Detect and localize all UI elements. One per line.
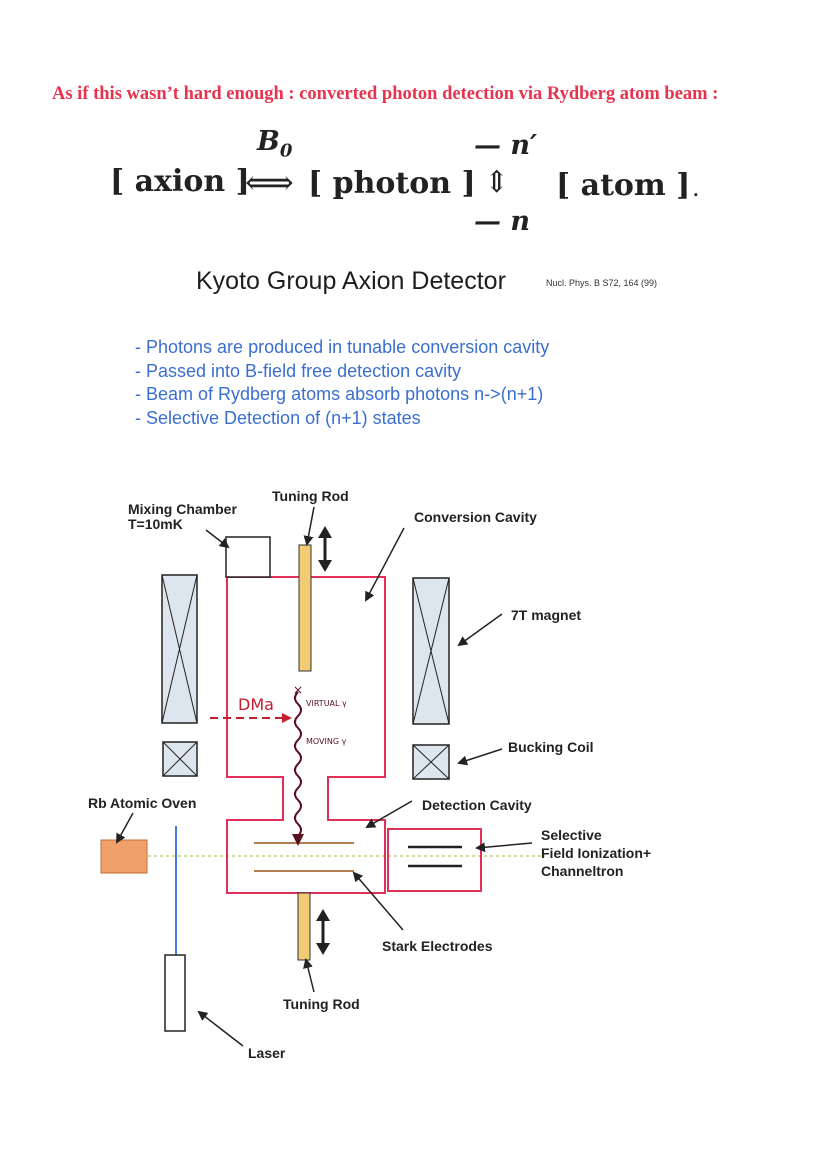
bullet-item: - Beam of Rydberg atoms absorb photons n…	[135, 384, 544, 404]
label-selective-1: Selective	[541, 827, 602, 843]
label-detection-cavity: Detection Cavity	[422, 797, 532, 813]
pointer-mixing-chamber	[205, 529, 230, 549]
pointer-magnet	[457, 613, 503, 647]
label-mixing-chamber: Mixing Chamber	[128, 501, 237, 517]
photon-origin-mark: ×	[293, 683, 303, 697]
laser-body	[164, 954, 186, 1032]
tuning-rod-top-up-head	[318, 526, 332, 538]
pointer-tuning-rod-bottom	[303, 958, 315, 993]
page-title: Kyoto Group Axion Detector	[196, 267, 506, 295]
rb-oven	[100, 839, 148, 874]
photon-wave-arrowhead	[292, 834, 304, 846]
magnet-coil-left	[161, 574, 198, 724]
label-tuning-rod-top: Tuning Rod	[272, 488, 349, 504]
magnet-coil-right	[412, 577, 450, 725]
equation-upper-level: — n′	[474, 130, 538, 161]
label-mixing-temp: T=10mK	[128, 516, 183, 532]
bullet-item: - Photons are produced in tunable conver…	[135, 337, 550, 357]
bullet-item: - Passed into B-field free detection cav…	[135, 360, 462, 381]
equation-axion: [ axion ]	[110, 164, 250, 199]
equation-trailing-dot: .	[692, 174, 700, 202]
tuning-rod-bottom	[297, 892, 311, 961]
equation-lower-level: — n	[474, 206, 531, 237]
pointer-selective	[475, 842, 533, 853]
equation-atom: [ atom ]	[556, 168, 691, 203]
tuning-rod-bottom-down-head	[316, 943, 330, 955]
equation-arrow: ⟺	[245, 163, 294, 203]
pointer-conversion-cavity	[365, 527, 405, 602]
label-tuning-rod-bottom: Tuning Rod	[283, 996, 360, 1012]
equation-field-subscript: 0	[279, 140, 293, 162]
label-selective-3: Channeltron	[541, 863, 623, 879]
label-stark-electrodes: Stark Electrodes	[382, 938, 493, 954]
selective-ionization-box	[387, 828, 482, 892]
equation-updown-arrow: ⇕	[484, 165, 510, 200]
equation-photon: [ photon ]	[308, 166, 476, 201]
bullet-list: - Photons are produced in tunable conver…	[135, 336, 549, 430]
label-selective-2: Field Ionization+	[541, 845, 651, 861]
reference: Nucl. Phys. B S72, 164 (99)	[546, 278, 658, 288]
bucking-coil-left	[162, 741, 198, 777]
bucking-coil-right	[412, 744, 450, 780]
label-bucking-coil: Bucking Coil	[508, 739, 594, 755]
pointer-detection-cavity	[365, 800, 413, 829]
bullet-item: - Selective Detection of (n+1) states	[135, 407, 421, 428]
equation-field-symbol: B	[257, 126, 280, 157]
tuning-rod-top-down-head	[318, 560, 332, 572]
dm-label: DMa	[238, 695, 274, 714]
photon-wave	[294, 691, 302, 837]
pointer-stark	[352, 871, 404, 931]
equation-field: B0	[257, 126, 292, 161]
pointer-rb-oven	[116, 812, 134, 844]
mixing-chamber-box	[225, 536, 271, 578]
virtual-photon-label: VIRTUAL γ	[306, 699, 347, 708]
tuning-rod-bottom-up-head	[316, 909, 330, 921]
label-rb-oven: Rb Atomic Oven	[88, 795, 196, 811]
pointer-tuning-rod-top	[303, 506, 315, 546]
tuning-rod-top	[298, 544, 312, 672]
moving-photon-label: MOVING γ	[306, 737, 347, 746]
cavity-outline	[226, 576, 386, 894]
pointer-laser	[197, 1010, 244, 1047]
headline: As if this wasn’t hard enough : converte…	[52, 84, 719, 104]
label-conversion-cavity: Conversion Cavity	[414, 509, 537, 525]
label-magnet: 7T magnet	[511, 607, 581, 623]
pointer-bucking-coil	[457, 748, 503, 766]
label-laser: Laser	[248, 1045, 286, 1061]
